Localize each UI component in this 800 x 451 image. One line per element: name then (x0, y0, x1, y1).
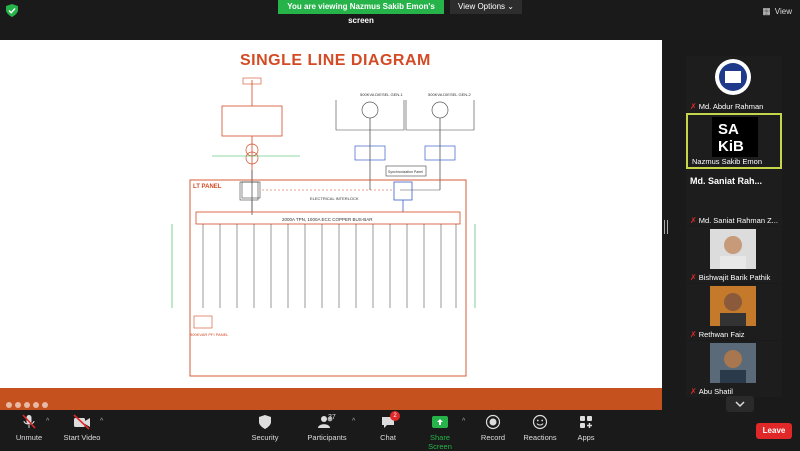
participant-tile[interactable]: ✗Abu Shatil (686, 341, 782, 397)
participants-button[interactable]: 37 Participants (307, 414, 347, 442)
chevron-up-icon[interactable]: ^ (46, 418, 50, 425)
leave-button[interactable]: Leave (756, 423, 792, 439)
mic-muted-icon: ✗ (690, 330, 697, 339)
avatar (710, 343, 756, 383)
security-shield-icon[interactable] (6, 4, 18, 17)
avatar (710, 229, 756, 269)
annotation-dot-icon[interactable] (42, 402, 48, 408)
viewing-screen-banner: You are viewing Nazmus Sakib Emon's scre… (278, 0, 444, 25)
mic-muted-icon: ✗ (690, 273, 697, 282)
avatar (710, 286, 756, 326)
top-bar: You are viewing Nazmus Sakib Emon's scre… (0, 0, 800, 25)
chevron-down-icon: ⌄ (507, 2, 514, 11)
generator-label: 500KVA DIESEL GEN-2 (428, 92, 471, 97)
participant-tile[interactable]: ✗Md. Abdur Rahman (686, 56, 782, 112)
share-screen-button[interactable]: Share Screen (418, 414, 462, 451)
lt-panel-label: LT PANEL (193, 184, 222, 190)
annotation-dot-icon[interactable] (33, 402, 39, 408)
pfi-panel-label: 900KVAR PFI PANEL (190, 332, 229, 337)
avatar: SA KiB (712, 117, 758, 157)
apps-icon (580, 416, 592, 428)
svg-text:SA: SA (718, 121, 739, 138)
participant-tile[interactable]: ✗Rethwan Faiz (686, 284, 782, 340)
start-video-button[interactable]: Start Video (62, 414, 102, 442)
chevron-up-icon[interactable]: ^ (352, 418, 356, 425)
svg-text:KiB: KiB (718, 138, 744, 155)
chat-button[interactable]: 2 Chat (372, 411, 404, 442)
people-icon (318, 416, 333, 428)
chevron-up-icon[interactable]: ^ (100, 418, 104, 425)
unmute-button[interactable]: Unmute (12, 414, 46, 442)
annotation-dot-icon[interactable] (6, 402, 12, 408)
generator-label: 500KVA DIESEL GEN-1 (360, 92, 403, 97)
view-options-button[interactable]: View Options ⌄ (450, 0, 522, 14)
participant-tile-active[interactable]: SA KiB Nazmus Sakib Emon (686, 113, 782, 169)
annotation-dot-icon[interactable] (24, 402, 30, 408)
view-button[interactable]: ▦ View (762, 6, 792, 16)
split-resize-handle[interactable] (664, 220, 668, 234)
feeder-lines (202, 224, 457, 308)
security-button[interactable]: Security (248, 414, 282, 442)
apps-button[interactable]: Apps (572, 414, 600, 442)
grid-icon: ▦ (762, 6, 771, 16)
slide-title: SINGLE LINE DIAGRAM (240, 52, 431, 69)
single-line-diagram: 500KVA DIESEL GEN-1 500KVA DIESEL GEN-2 … (171, 77, 476, 377)
sync-panel-label: Synchronization Panel (388, 170, 423, 174)
share-screen-icon (432, 416, 448, 428)
participant-display-name: Md. Saniat Rah... (690, 176, 763, 186)
interlock-label: ELECTRICAL INTERLOCK (310, 196, 359, 201)
smiley-icon (532, 414, 548, 430)
mic-muted-icon: ✗ (690, 216, 697, 225)
participants-count: 37 (328, 414, 336, 421)
gallery-next-button[interactable] (726, 396, 754, 412)
chevron-down-icon (735, 401, 745, 408)
mic-muted-icon (22, 414, 36, 429)
avatar (715, 59, 751, 95)
record-icon (485, 414, 501, 430)
shield-icon (259, 415, 271, 429)
meeting-toolbar: Unmute ^ Start Video ^ Security 37 Parti… (0, 411, 800, 451)
feeder-ground-lines (171, 224, 476, 308)
chevron-up-icon[interactable]: ^ (462, 418, 466, 425)
chat-badge: 2 (390, 411, 400, 421)
video-off-icon (73, 414, 90, 430)
annotation-tools[interactable] (6, 402, 48, 408)
participant-tile[interactable]: Md. Saniat Rah... ✗Md. Saniat Rahman Z..… (686, 170, 782, 226)
mic-muted-icon: ✗ (690, 387, 697, 396)
record-button[interactable]: Record (478, 414, 508, 442)
participant-tile[interactable]: ✗Bishwajit Barik Pathik (686, 227, 782, 283)
reactions-button[interactable]: Reactions (522, 414, 558, 442)
shared-screen[interactable]: SINGLE LINE DIAGRAM 500KVA DIESEL GEN-1 … (0, 40, 662, 410)
slide-footer-band (0, 388, 662, 410)
busbar-label: 2000A TPN, 1000A ECC COPPER BUS-BAR (282, 217, 373, 222)
annotation-dot-icon[interactable] (15, 402, 21, 408)
mic-muted-icon: ✗ (690, 102, 697, 111)
